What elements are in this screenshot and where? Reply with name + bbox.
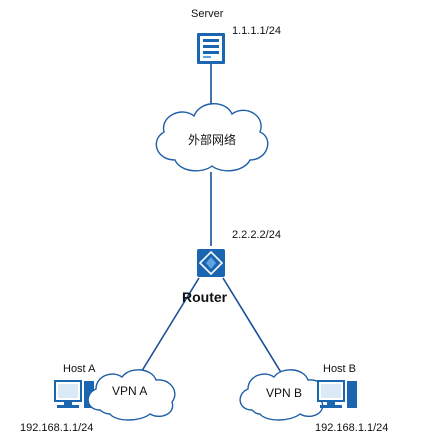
cloud-icon xyxy=(155,103,269,172)
pc-icon xyxy=(317,380,357,408)
router-ip: 2.2.2.2/24 xyxy=(232,229,281,241)
host-b-node: Host B 192.168.1.1/24 xyxy=(315,363,388,434)
server-ip: 1.1.1.1/24 xyxy=(232,25,281,37)
host-a-label: Host A xyxy=(63,363,96,375)
vpn-b-cloud: VPN B xyxy=(239,369,326,421)
router-node: 2.2.2.2/24 Router xyxy=(182,229,281,305)
host-b-ip: 192.168.1.1/24 xyxy=(315,422,388,434)
cloud-icon xyxy=(87,369,176,421)
host-a-ip: 192.168.1.1/24 xyxy=(20,422,93,434)
server-icon xyxy=(197,33,225,64)
host-a-node: Host A 192.168.1.1/24 xyxy=(20,363,96,434)
vpn-a-label: VPN A xyxy=(112,384,147,398)
links xyxy=(139,64,283,375)
vpn-a-cloud: VPN A xyxy=(87,369,176,421)
router-label: Router xyxy=(182,289,228,305)
server-node: Server 1.1.1.1/24 xyxy=(191,8,281,64)
router-icon xyxy=(197,249,225,277)
external-network-label: 外部网络 xyxy=(188,132,236,147)
link-router-vpn-a xyxy=(139,277,200,375)
link-router-vpn-b xyxy=(222,277,283,375)
vpn-b-label: VPN B xyxy=(266,386,302,400)
external-network-cloud: 外部网络 xyxy=(155,103,269,172)
host-b-label: Host B xyxy=(323,363,356,375)
pc-icon xyxy=(54,380,94,408)
server-label: Server xyxy=(191,8,224,20)
